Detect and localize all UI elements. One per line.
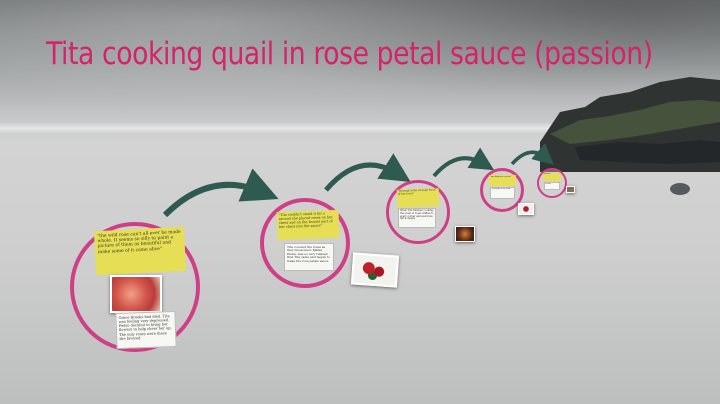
frame-1-roses-photo (110, 275, 162, 313)
frame-5-summary: the end (544, 182, 560, 190)
arrow-2 (324, 153, 411, 192)
frame-2-quote: "Tita couldn't stand it for a second she… (276, 209, 340, 241)
frame-4-photo (518, 203, 534, 215)
frame-2-summary: Tita covered the roses as they blossomed… (284, 243, 334, 271)
frame-1-summary: Grace Brooks had died. Tita was feeling … (115, 310, 177, 350)
frame-3-quote: "through some strange force of her lover… (396, 188, 440, 208)
frame-5-quote: "and then" (543, 173, 561, 181)
frame-1-quote: "the wild rose can't all ever be made wh… (93, 226, 187, 276)
frame-3-summary: When Tita finished cooking, the scent of… (398, 208, 436, 228)
frame-3-photo (455, 226, 475, 242)
frame-5-photo (566, 186, 575, 193)
arrow-4 (510, 143, 554, 166)
frame-2-roses-photo (350, 252, 400, 288)
frame-4-quote: "one thing was certain" (489, 175, 516, 186)
rocks-image (540, 77, 720, 172)
arrow-1 (162, 168, 279, 218)
frame-4-summary: Everyone at the table (490, 187, 515, 199)
slide-title: Tita cooking quail in rose petal sauce (… (46, 36, 653, 72)
horizon-line (0, 122, 720, 134)
arrow-3 (432, 147, 495, 178)
frame-circle-5[interactable] (537, 168, 567, 198)
small-rock-image (670, 183, 690, 195)
